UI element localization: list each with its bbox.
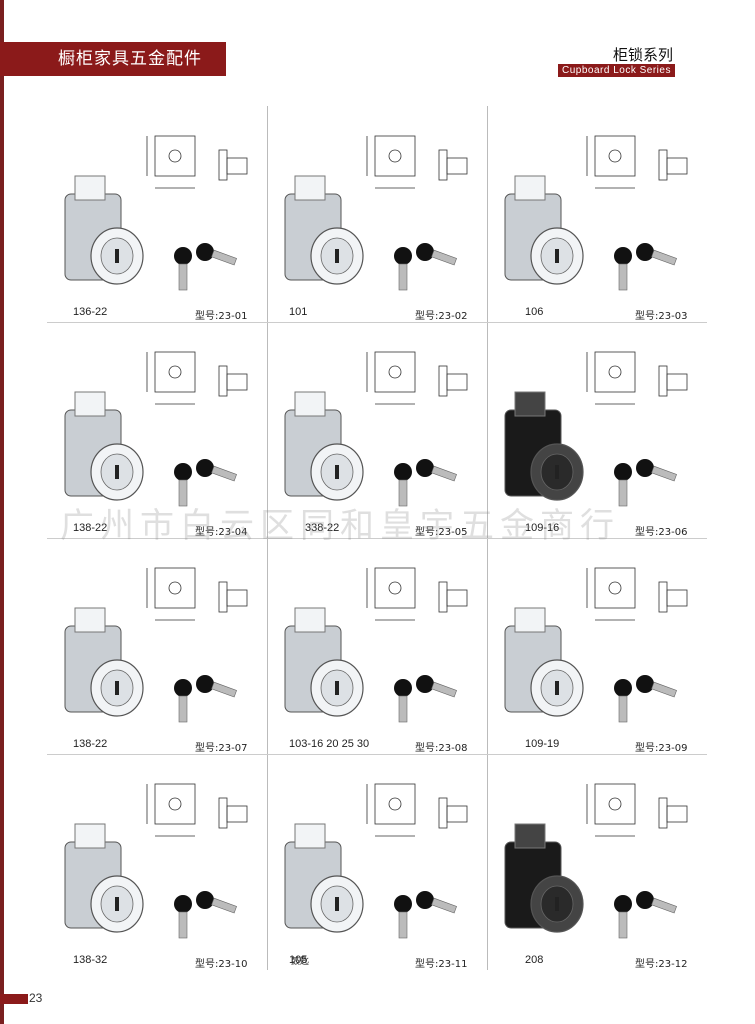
product-cell: 106 型号:23-03 — [487, 106, 707, 322]
watermark-text: 广州市白云区同和皇宇五金商行 — [60, 506, 620, 546]
lock-illustration — [504, 351, 688, 507]
key-icon — [394, 891, 457, 939]
model-number: 型号:23-10 — [195, 959, 248, 970]
category-banner: 橱柜家具五金配件 — [0, 42, 226, 76]
lock-body — [64, 823, 144, 933]
key-icon — [394, 459, 457, 507]
key-icon — [394, 243, 457, 291]
extra-key-label: 鼓匙 — [291, 957, 310, 967]
product-code: 109-16 — [525, 522, 560, 534]
lock-illustration — [284, 351, 468, 507]
dimension-drawing — [366, 135, 468, 189]
product-code: 109-19 — [525, 738, 560, 750]
model-number: 型号:23-08 — [415, 743, 468, 754]
product-grid: 136-22 型号:23-01 101 型号:23-02 106 型号:23-03 138-… — [47, 106, 707, 970]
dimension-drawing — [366, 783, 468, 837]
product-cell: 138-22 型号:23-07 — [47, 538, 267, 754]
product-cell: 105 型号:23-11 鼓匙 — [267, 754, 487, 970]
key-icon — [614, 243, 677, 291]
product-code: 136-22 — [73, 306, 108, 318]
product-code: 338-22 — [305, 522, 340, 534]
dimension-drawing — [366, 351, 468, 405]
product-cell: 136-22 型号:23-01 — [47, 106, 267, 322]
lock-body — [64, 175, 144, 285]
lock-illustration — [64, 135, 248, 291]
lock-body — [284, 607, 364, 717]
lock-illustration — [284, 135, 468, 291]
product-cell: 338-22 型号:23-05 — [267, 322, 487, 538]
key-icon — [614, 891, 677, 939]
dimension-drawing — [586, 567, 688, 621]
product-code: 103-16 20 25 30 — [289, 738, 370, 750]
dimension-drawing — [366, 567, 468, 621]
lock-illustration — [504, 135, 688, 291]
lock-illustration — [64, 783, 248, 939]
lock-illustration — [64, 351, 248, 507]
dimension-drawing — [586, 135, 688, 189]
product-cell: 101 型号:23-02 — [267, 106, 487, 322]
dimension-drawing — [586, 351, 688, 405]
model-number: 型号:23-07 — [195, 743, 248, 754]
lock-illustration — [504, 567, 688, 723]
dimension-drawing — [146, 783, 248, 837]
product-cell: 138-32 型号:23-10 — [47, 754, 267, 970]
model-number: 型号:23-02 — [415, 311, 468, 322]
grid-divider — [47, 754, 707, 755]
grid-divider — [47, 322, 707, 323]
lock-body — [284, 175, 364, 285]
lock-illustration — [284, 783, 468, 939]
model-number: 型号:23-09 — [635, 743, 688, 754]
series-title-en: Cupboard Lock Series — [558, 64, 675, 77]
product-code: 106 — [525, 306, 544, 318]
model-number: 型号:23-01 — [195, 311, 248, 322]
lock-body — [64, 607, 144, 717]
model-number: 型号:23-11 — [415, 959, 468, 970]
model-number: 型号:23-04 — [195, 527, 248, 538]
model-number: 型号:23-05 — [415, 527, 468, 538]
grid-divider — [47, 538, 707, 539]
lock-body — [504, 175, 584, 285]
key-icon — [614, 459, 677, 507]
footer-accent-bar — [0, 994, 28, 1004]
key-icon — [174, 675, 237, 723]
dimension-drawing — [146, 567, 248, 621]
model-number: 型号:23-12 — [635, 959, 688, 970]
product-code: 105 — [289, 954, 308, 966]
lock-body — [64, 391, 144, 501]
model-number: 型号:23-03 — [635, 311, 688, 322]
key-icon — [614, 675, 677, 723]
product-code: 138-22 — [73, 738, 108, 750]
left-edge-rule — [0, 0, 4, 1024]
lock-illustration — [504, 783, 688, 939]
key-icon — [174, 459, 237, 507]
product-cell: 109-19 型号:23-09 — [487, 538, 707, 754]
key-icon — [174, 891, 237, 939]
lock-body — [504, 607, 584, 717]
product-code: 138-22 — [73, 522, 108, 534]
lock-body — [284, 823, 364, 933]
lock-body — [284, 391, 364, 501]
page-number: 23 — [29, 991, 43, 1005]
product-code: 138-32 — [73, 954, 108, 966]
key-icon — [394, 675, 457, 723]
product-cell: 208 型号:23-12 — [487, 754, 707, 970]
product-code: 101 — [289, 306, 308, 318]
dimension-drawing — [146, 351, 248, 405]
product-code: 208 — [525, 954, 544, 966]
product-cell: 109-16 型号:23-06 — [487, 322, 707, 538]
lock-body — [504, 391, 584, 501]
lock-illustration — [284, 567, 468, 723]
lock-body — [504, 823, 584, 933]
lock-illustration — [64, 567, 248, 723]
dimension-drawing — [586, 783, 688, 837]
series-title-cn: 柜锁系列 — [613, 46, 674, 64]
product-cell: 138-22 型号:23-04 — [47, 322, 267, 538]
dimension-drawing — [146, 135, 248, 189]
key-icon — [174, 243, 237, 291]
model-number: 型号:23-06 — [635, 527, 688, 538]
product-cell: 103-16 20 25 30 型号:23-08 — [267, 538, 487, 754]
